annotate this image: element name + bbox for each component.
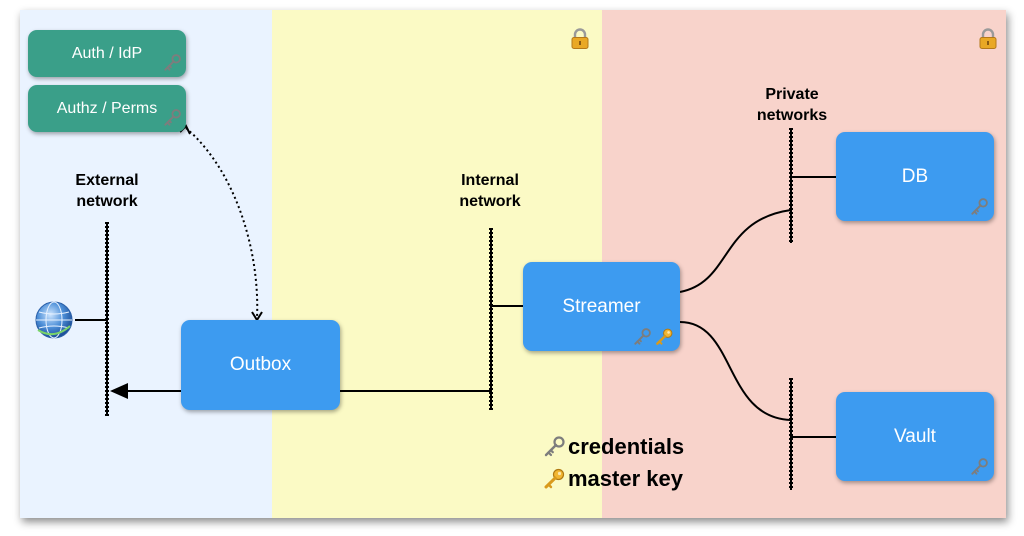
auth-idp-box[interactable]: Auth / IdP — [28, 30, 186, 77]
credential-key-icon — [162, 108, 182, 128]
private-networks-label: Private networks — [742, 84, 842, 126]
credential-key-icon — [162, 53, 182, 73]
credential-key-icon — [542, 435, 566, 459]
auth-idp-label: Auth / IdP — [71, 44, 143, 62]
internal-network-label: Internal network — [445, 170, 535, 212]
external-network-label: External network — [62, 170, 152, 212]
credential-key-icon — [969, 197, 989, 217]
external-network-label-line1: External — [75, 172, 139, 189]
legend-credentials: credentials — [542, 434, 684, 460]
outbox-label: Outbox — [229, 354, 292, 375]
authz-perms-box[interactable]: Authz / Perms — [28, 85, 186, 132]
internal-network-label-line1: Internal — [461, 172, 519, 189]
vault-box[interactable]: Vault — [836, 392, 994, 481]
master-key-icon — [654, 327, 674, 347]
vault-label: Vault — [894, 425, 936, 447]
db-box[interactable]: DB — [836, 132, 994, 221]
globe-icon — [35, 301, 73, 339]
credential-key-icon — [969, 457, 989, 477]
authz-perms-label: Authz / Perms — [56, 99, 158, 117]
internal-network-label-line2: network — [459, 193, 521, 210]
legend-master-key-label: master key — [568, 466, 683, 491]
db-label: DB — [901, 165, 929, 187]
legend-credentials-label: credentials — [568, 434, 685, 459]
private-networks-label-line1: Private — [765, 86, 819, 103]
external-network-label-line2: network — [76, 193, 138, 210]
diagram-canvas: External network Internal network Privat… — [20, 10, 1006, 518]
credential-key-icon — [632, 327, 652, 347]
streamer-label: Streamer — [562, 295, 641, 317]
private-networks-label-line2: networks — [756, 107, 828, 124]
streamer-box[interactable]: Streamer — [523, 262, 680, 351]
legend-master-key: master key — [542, 466, 683, 492]
master-key-icon — [542, 467, 566, 491]
outbox-box[interactable]: Outbox — [181, 320, 340, 410]
